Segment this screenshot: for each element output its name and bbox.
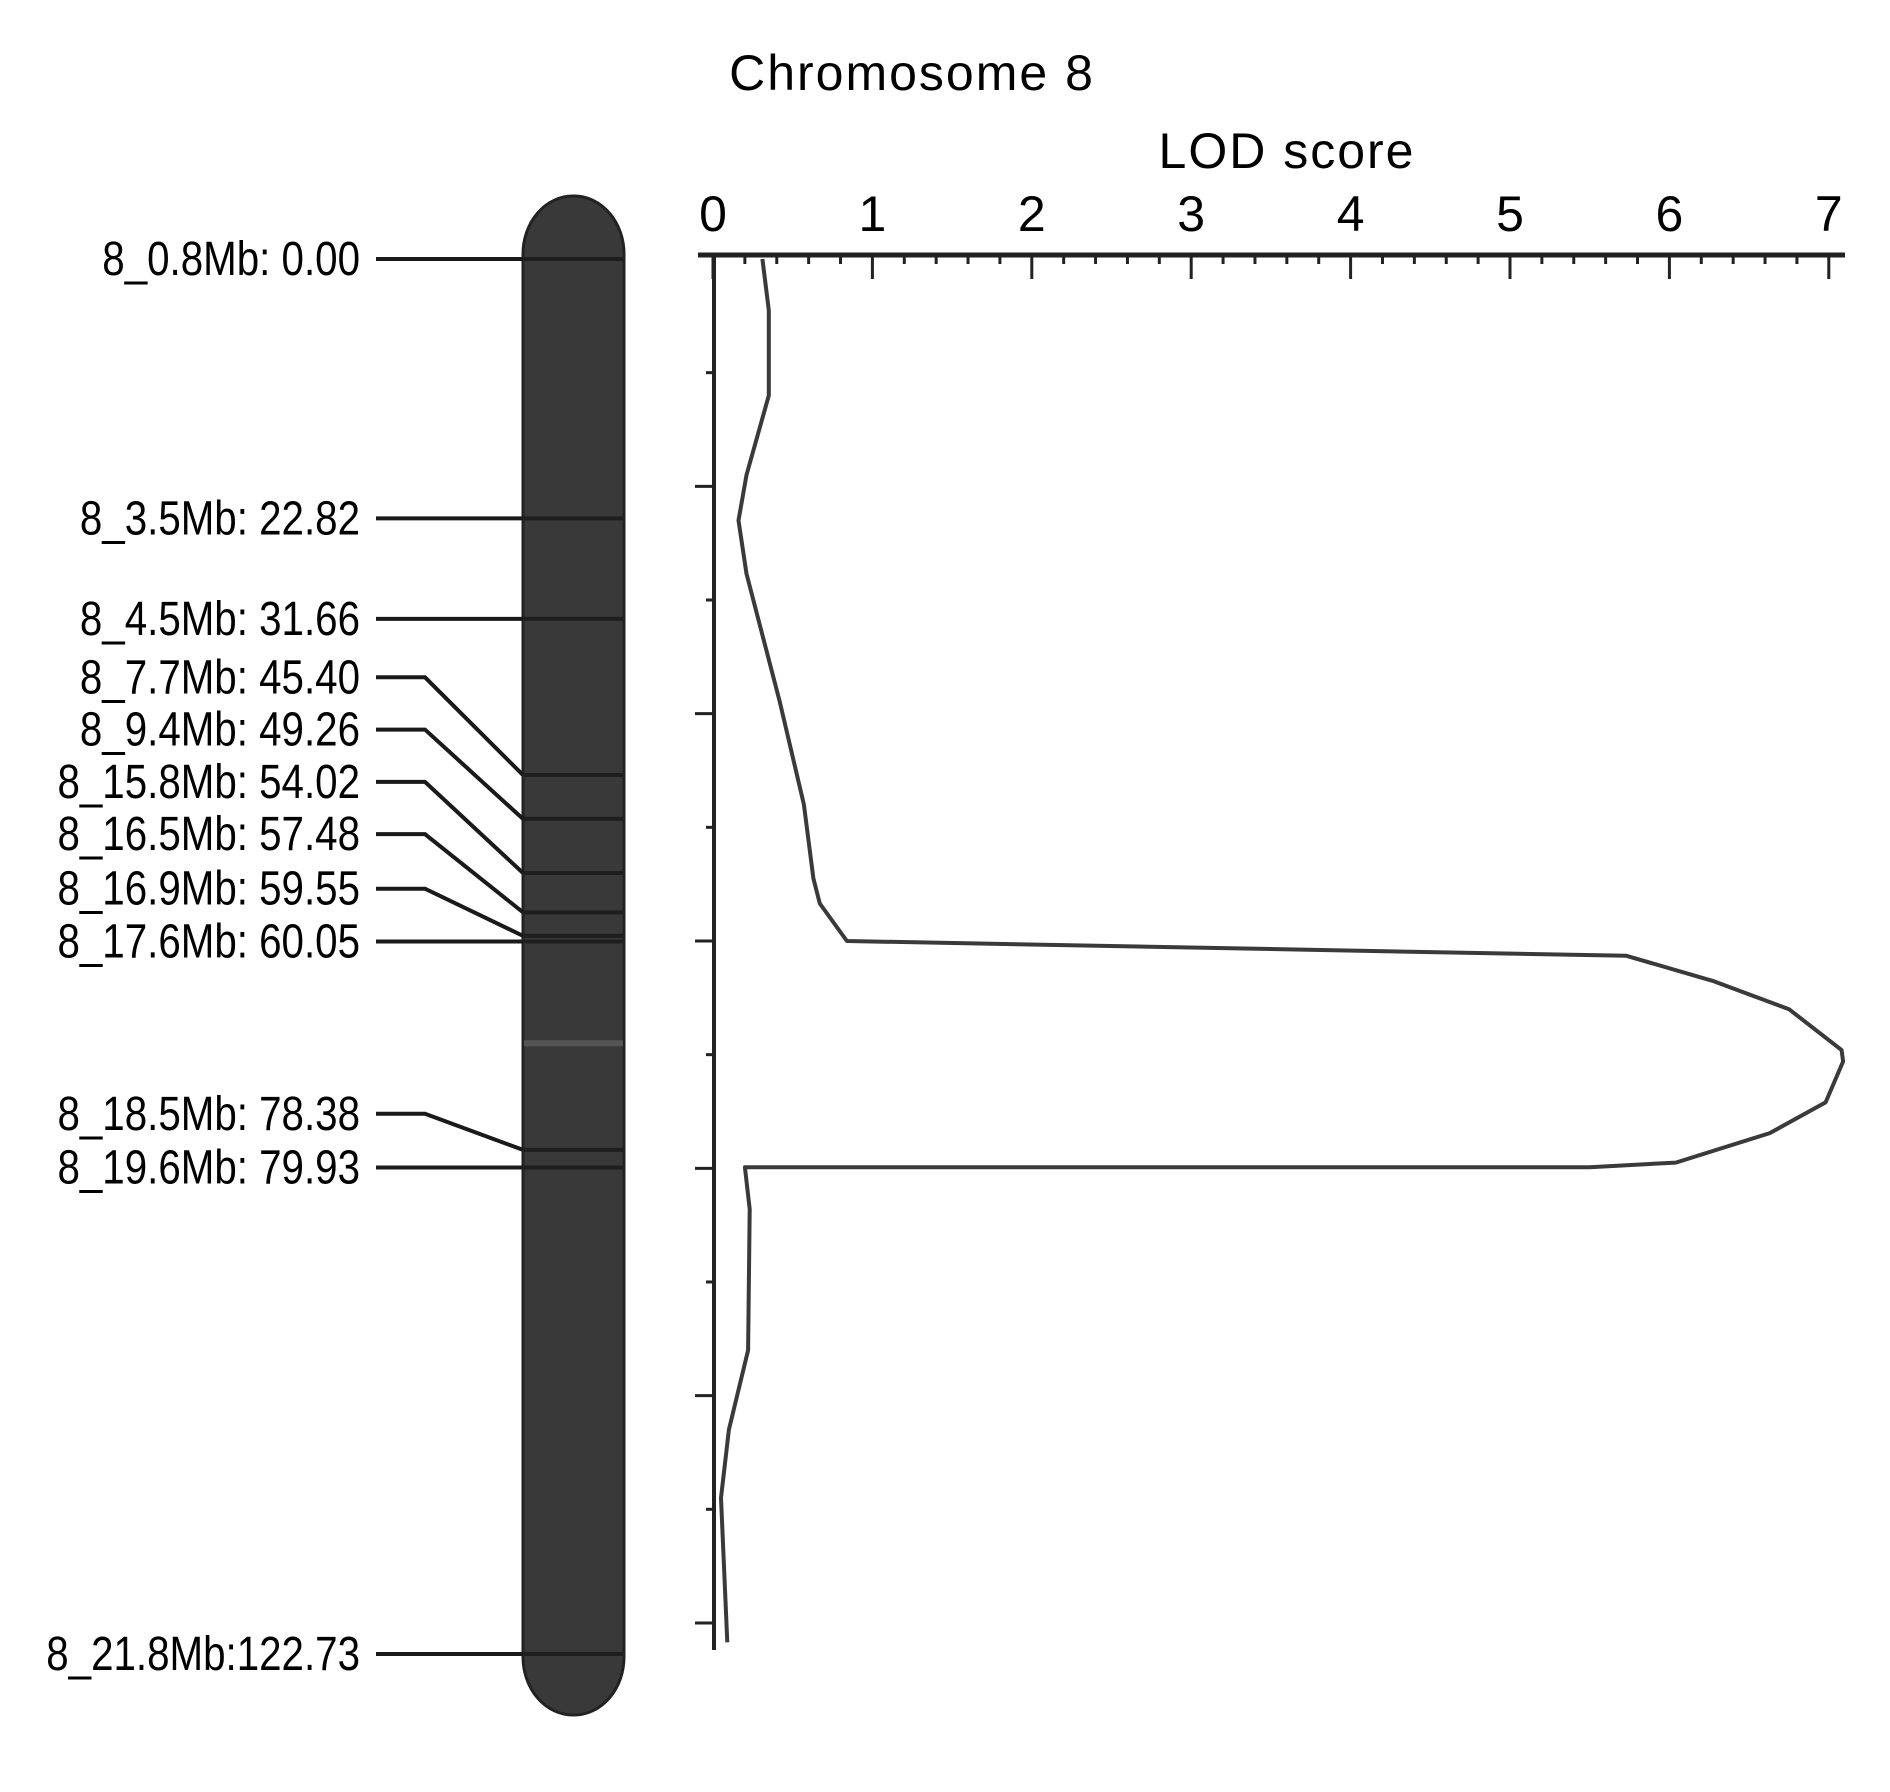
x-tick-label: 5 [1496, 186, 1524, 242]
marker-labels: 8_0.8Mb: 0.00 8_3.5Mb: 22.82 8_4.5Mb: 31.6… [46, 233, 525, 1681]
marker-label: 8_19.6Mb: 79.93 [57, 1141, 360, 1194]
marker-label: 8_18.5Mb: 78.38 [57, 1088, 360, 1141]
x-tick-label: 6 [1655, 186, 1683, 242]
marker-label: 8_15.8Mb: 54.02 [57, 756, 360, 809]
marker-leader-line [376, 1111, 524, 1152]
marker-leader-line [376, 675, 525, 777]
lod-curve [719, 258, 1846, 1643]
x-tick-label: 7 [1815, 186, 1843, 242]
x-axis-label: LOD score [1159, 123, 1416, 179]
marker-label: 8_16.9Mb: 59.55 [57, 862, 360, 915]
marker-label: 8_4.5Mb: 31.66 [80, 593, 360, 646]
x-tick-label: 2 [1018, 186, 1046, 242]
marker-label: 8_16.5Mb: 57.48 [57, 808, 360, 861]
marker-leader-line [376, 727, 525, 821]
marker-label: 8_17.6Mb: 60.05 [57, 915, 360, 968]
marker-label: 8_7.7Mb: 45.40 [80, 651, 360, 704]
x-tick-label: 1 [858, 186, 886, 242]
marker-label: 8_21.8Mb:122.73 [46, 1628, 360, 1681]
marker-leader-line [376, 886, 524, 938]
marker-label: 8_9.4Mb: 49.26 [80, 703, 360, 756]
marker-leader-line [376, 832, 525, 914]
axes: 0 1 2 3 4 5 6 7 [695, 186, 1845, 1650]
marker-label: 8_3.5Mb: 22.82 [80, 492, 360, 545]
chromosome-bar [521, 194, 626, 1717]
marker-leader-line [376, 779, 525, 875]
x-tick-label: 3 [1177, 186, 1205, 242]
x-tick-label: 4 [1337, 186, 1365, 242]
lod-curve-group [719, 258, 1846, 1643]
x-tick-label: 0 [699, 186, 727, 242]
marker-label: 8_0.8Mb: 0.00 [102, 233, 360, 286]
chromosome-body [521, 194, 626, 1717]
chart-title: Chromosome 8 [729, 45, 1095, 101]
